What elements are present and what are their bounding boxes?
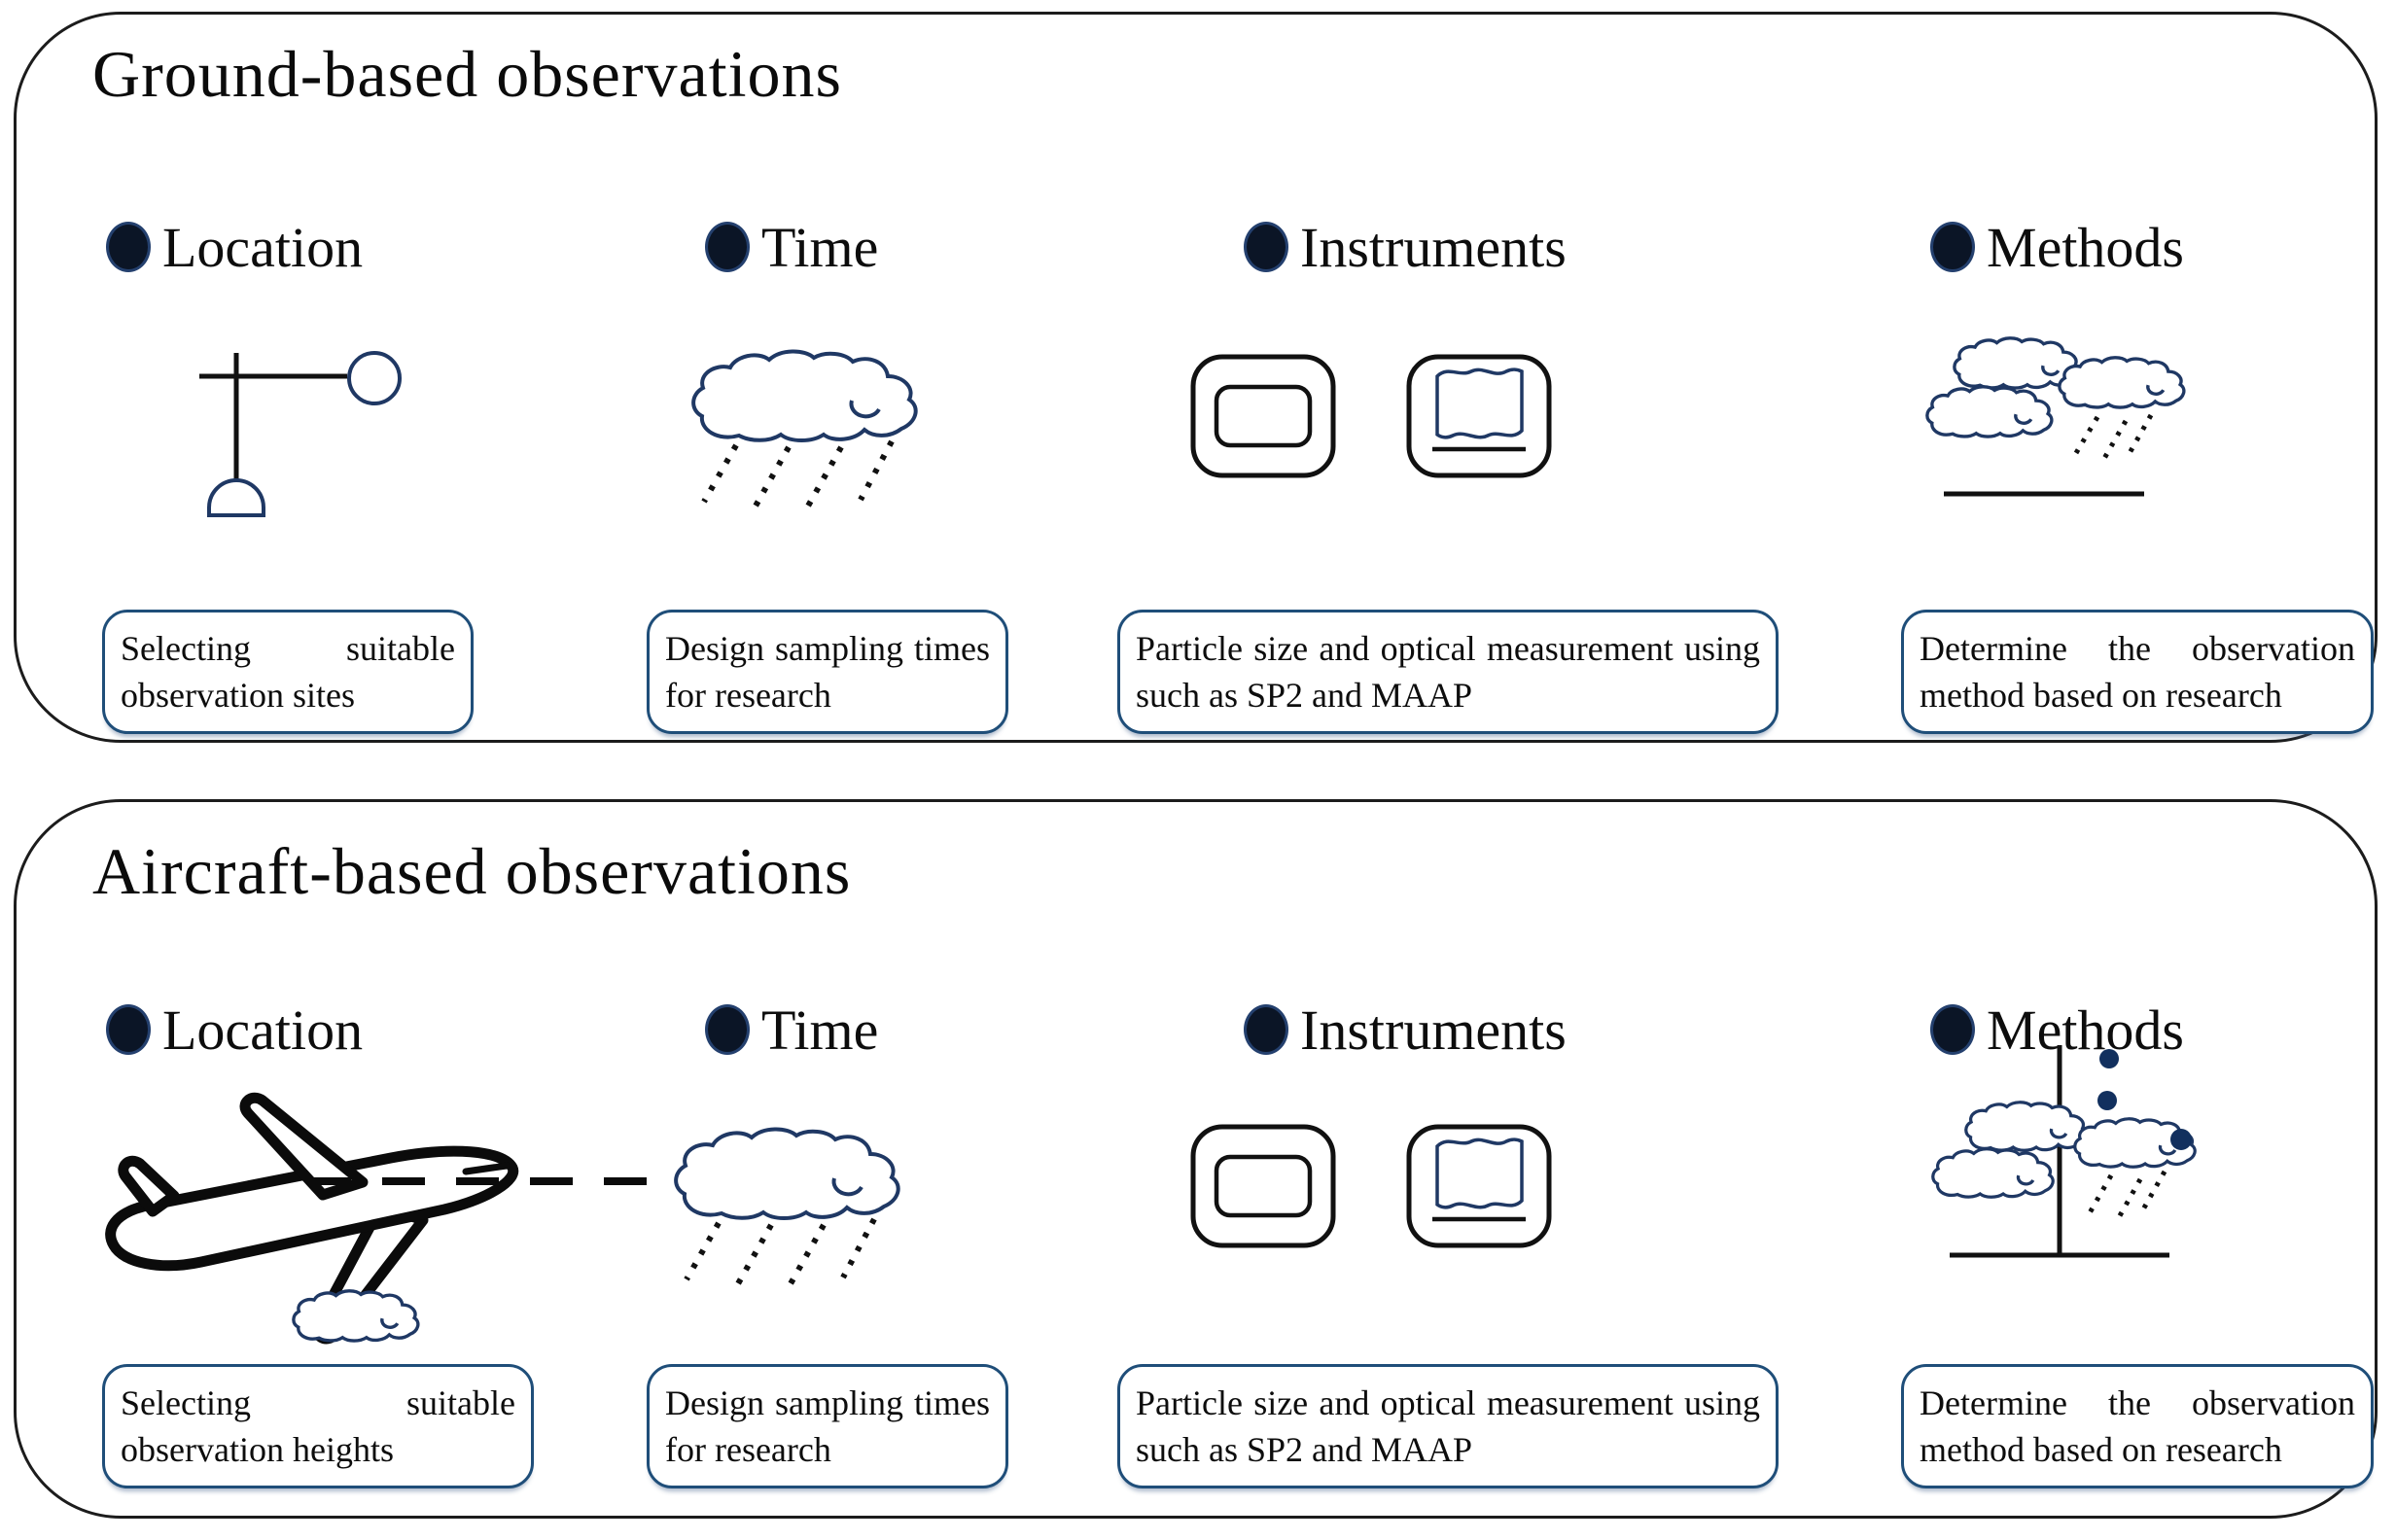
panel-title: Aircraft-based observations: [92, 834, 852, 908]
bullet-icon: [106, 1004, 151, 1055]
bullet-icon: [1930, 222, 1975, 272]
note-box-methods: Determine the observation method based o…: [1901, 610, 2374, 735]
flight-path-dashed-line: [308, 1177, 654, 1185]
note-box-time: Design sampling times for research: [647, 610, 1008, 735]
column-header-label: Time: [761, 215, 879, 279]
bullet-icon: [705, 1004, 750, 1055]
bullet-icon: [106, 222, 151, 272]
column-header-label: Time: [761, 998, 879, 1062]
note-box-methods: Determine the observation method based o…: [1901, 1364, 2374, 1489]
rain-cloud-icon: [691, 349, 918, 511]
column-header-instruments: Instruments: [1244, 995, 1567, 1065]
rain-cloud-icon: [674, 1127, 900, 1289]
weather-station-icon: [199, 351, 402, 517]
bullet-icon: [1244, 1004, 1288, 1055]
filter-sampler-icon: [1406, 1124, 1552, 1248]
panel-title: Ground-based observations: [92, 37, 842, 111]
column-header-methods: Methods: [1930, 212, 2184, 282]
column-header-location: Location: [106, 212, 363, 282]
particle-analyzer-icon: [1190, 354, 1336, 478]
ground-observations-panel: Ground-based observations Location Time …: [14, 12, 2378, 743]
aircraft-observations-panel: Aircraft-based observations Location Tim…: [14, 799, 2378, 1519]
cloud-layers-ground-icon: [1925, 336, 2186, 497]
column-header-time: Time: [705, 995, 878, 1065]
bullet-icon: [1930, 1004, 1975, 1055]
note-box-time: Design sampling times for research: [647, 1364, 1008, 1489]
column-header-label: Instruments: [1300, 998, 1567, 1062]
bullet-icon: [1244, 222, 1288, 272]
column-header-label: Instruments: [1300, 215, 1567, 279]
note-box-instruments: Particle size and optical measurement us…: [1117, 610, 1779, 735]
note-box-location: Selecting suitable observation sites: [102, 610, 474, 735]
column-header-methods: Methods: [1930, 995, 2184, 1065]
column-header-location: Location: [106, 995, 363, 1065]
vertical-profile-clouds-icon: [1931, 1045, 2197, 1258]
column-header-label: Methods: [1987, 215, 2184, 279]
particle-dot: [2097, 1091, 2117, 1110]
column-header-label: Methods: [1987, 998, 2184, 1062]
column-header-label: Location: [162, 215, 364, 279]
column-header-instruments: Instruments: [1244, 212, 1567, 282]
note-box-location: Selecting suitable observation heights: [102, 1364, 534, 1489]
particle-dot: [2170, 1129, 2192, 1150]
particle-dot: [2099, 1049, 2119, 1068]
particle-analyzer-icon: [1190, 1124, 1336, 1248]
filter-sampler-icon: [1406, 354, 1552, 478]
airplane-icon: [105, 1092, 519, 1345]
column-header-label: Location: [162, 998, 364, 1062]
note-box-instruments: Particle size and optical measurement us…: [1117, 1364, 1779, 1489]
bullet-icon: [705, 222, 750, 272]
column-header-time: Time: [705, 212, 878, 282]
